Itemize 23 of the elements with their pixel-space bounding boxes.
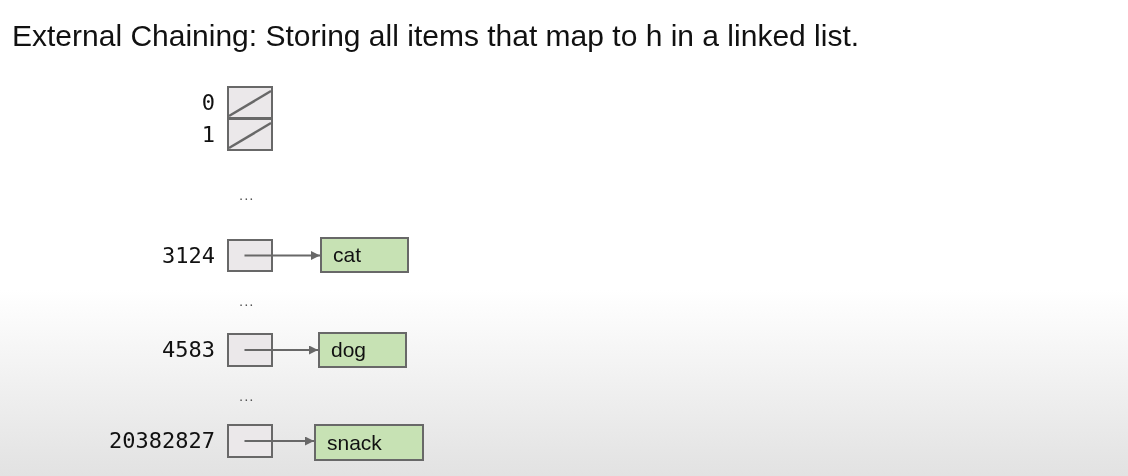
ellipsis: ... [239, 293, 255, 309]
list-node [320, 237, 409, 273]
ellipsis: ... [239, 388, 255, 404]
diagram-title: External Chaining: Storing all items that map to h in a linked list. [12, 19, 860, 53]
list-node-text: dog [331, 338, 367, 362]
list-node [314, 424, 424, 461]
pointer-arrow [272, 436, 315, 446]
bucket-index: 4583 [162, 338, 215, 362]
pointer-cell [227, 424, 273, 458]
bucket-index: 0 [201, 90, 215, 115]
pointer-cell [227, 239, 273, 272]
bucket-index: 3124 [162, 243, 215, 268]
pointer-arrow [272, 251, 321, 260]
ellipsis: ... [239, 187, 255, 203]
list-node [318, 332, 407, 368]
list-node-text: cat [333, 243, 361, 267]
pointer-arrow [272, 345, 319, 355]
null-pointer-cell [227, 86, 273, 119]
null-pointer-cell [227, 118, 273, 151]
bucket-index: 1 [201, 122, 215, 147]
pointer-cell [227, 333, 273, 367]
bucket-index: 20382827 [109, 429, 215, 453]
list-node-text: snack [327, 430, 382, 455]
